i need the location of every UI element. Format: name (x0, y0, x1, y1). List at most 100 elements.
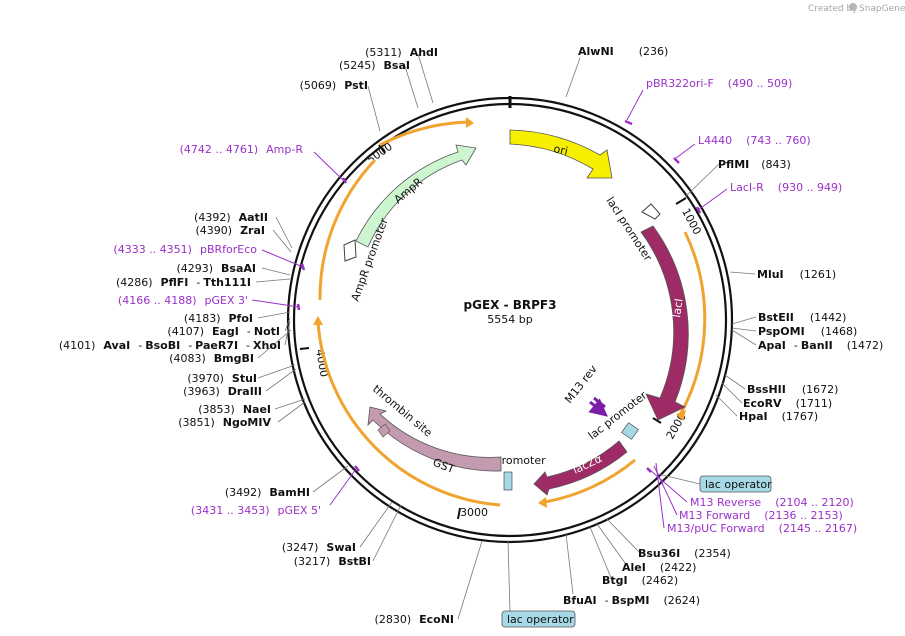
enzyme-bsu36i[interactable]: Bsu36I(2354) (638, 547, 731, 560)
feature-lacza[interactable] (533, 440, 628, 496)
enzyme-pspomi[interactable]: PspOMI(1468) (758, 325, 857, 338)
leader-hpai (715, 394, 738, 417)
enzyme-pfoi[interactable]: (4183)PfoI (184, 312, 253, 325)
primer-leader-ampr (313, 151, 345, 182)
feature-ori-label: ori (552, 142, 569, 158)
lac-operator-1-box (699, 475, 772, 493)
enzyme-labels-left: (5311)AhdI (5245)BsaI (5069)PstI (4392)A… (59, 46, 454, 626)
feature-thrombin[interactable] (377, 423, 391, 438)
primer-m13-forward[interactable]: M13 Forward(2136 .. 2153) (679, 509, 843, 522)
enzyme-psti[interactable]: (5069)PstI (300, 79, 368, 92)
enzyme-bmgbi[interactable]: (4083)BmgBI (169, 352, 254, 365)
primer-mark-7 (354, 465, 360, 472)
enzyme-stui[interactable]: (3970)StuI (187, 372, 257, 385)
primer-l4440[interactable]: L4440(743 .. 760) (698, 134, 811, 147)
enzyme-bsaai[interactable]: (4293)BsaAI (176, 262, 256, 275)
primer-pbr322ori-f[interactable]: pBR322ori-F(490 .. 509) (646, 77, 792, 90)
orf-lacz-arc (544, 458, 636, 504)
enzyme-alei[interactable]: AleI(2422) (622, 561, 696, 574)
leader-econi (457, 540, 483, 620)
enzyme-btgi[interactable]: BtgI(2462) (602, 574, 678, 587)
tick-3000 (457, 507, 461, 520)
tick-2000 (652, 417, 662, 424)
orf-arrowhead-4 (313, 316, 323, 325)
lac-operator-badge-2[interactable]: lac operator (501, 610, 576, 628)
enzyme-ecorv[interactable]: EcoRV(1711) (743, 397, 832, 410)
enzyme-econi[interactable]: (2830)EcoNI (375, 613, 454, 626)
leader-lac-operator-1 (657, 473, 701, 485)
primer-amp-r[interactable]: (4742 .. 4761)Amp-R (180, 143, 304, 156)
leader-draiii (265, 368, 297, 392)
lac-operator-1-label: lac operator (705, 478, 772, 491)
enzyme-bsai[interactable]: (5245)BsaI (339, 59, 410, 72)
leader-stui (257, 364, 296, 379)
orf-gst-arc (316, 321, 501, 507)
leader-naei (274, 398, 306, 410)
primer-marks (296, 119, 702, 473)
primer-m13-puc-forward[interactable]: M13/pUC Forward(2145 .. 2167) (667, 522, 857, 535)
leader-aatii (275, 216, 293, 249)
enzyme-draiii[interactable]: (3963)DraIII (183, 385, 262, 398)
enzyme-aatii[interactable]: (4392)AatII (194, 211, 268, 224)
leader-bsai (404, 65, 419, 109)
primer-pgex-3[interactable]: (4166 .. 4188)pGEX 3' (118, 294, 248, 307)
primer-mark-8 (646, 467, 652, 473)
enzyme-bsshii[interactable]: BssHII(1672) (747, 383, 838, 396)
leader-ecorv (721, 382, 743, 404)
feature-lac-promoter[interactable] (621, 422, 639, 440)
leader-zrai (272, 229, 292, 253)
feature-ampr-promoter[interactable] (343, 239, 357, 262)
primer-mark-4 (341, 177, 348, 184)
feature-gst[interactable] (367, 406, 502, 472)
enzyme-swai[interactable]: (3247)SwaI (282, 541, 356, 554)
primer-pbrforeco[interactable]: (4333 .. 4351)pBRforEco (113, 243, 257, 256)
orf-ampr-arc (379, 120, 469, 147)
primer-leader-m13-reverse (649, 469, 688, 503)
tick-4000 (299, 347, 310, 350)
leader-lines (255, 53, 757, 620)
enzyme-pflfi-tth111i[interactable]: (4286)PflFI-Tth111I (116, 276, 251, 289)
tick-label-3000: 3000 (460, 506, 488, 519)
enzyme-bsteii[interactable]: BstEII(1442) (758, 311, 846, 324)
enzyme-naei[interactable]: (3853)NaeI (198, 403, 271, 416)
primer-mark-5 (300, 263, 306, 271)
primer-leader-pbr322ori (626, 89, 644, 121)
leader-bstbi (372, 504, 402, 562)
primer-leader-laci-r (697, 188, 728, 211)
primer-mark-6 (296, 303, 301, 311)
enzyme-eagi-noti[interactable]: (4107)EagI-NotI (167, 325, 280, 338)
enzyme-apai-banii[interactable]: ApaI-BanII(1472) (758, 339, 883, 352)
enzyme-mlui[interactable]: MluI(1261) (757, 268, 836, 281)
primer-laci-r[interactable]: LacI-R(930 .. 949) (730, 181, 842, 194)
leader-ngomiv (277, 401, 306, 423)
enzyme-zrai[interactable]: (4390)ZraI (196, 224, 266, 237)
feature-ampr[interactable] (355, 144, 477, 248)
feature-laci[interactable] (640, 225, 689, 421)
primer-mark-2 (673, 157, 680, 164)
primer-pgex-5[interactable]: (3431 .. 3453)pGEX 5' (191, 504, 321, 517)
watermark-brand: SnapGene (859, 4, 905, 14)
enzyme-bamhi[interactable]: (3492)BamHI (225, 486, 310, 499)
primer-leader-pbrforeco (261, 249, 304, 268)
feature-ori[interactable] (509, 129, 613, 179)
enzyme-alwni[interactable]: AlwNI(236) (578, 45, 668, 58)
feature-m13-rev[interactable] (588, 396, 608, 417)
lac-operator-2-box (501, 610, 576, 628)
lac-operator-badge-1[interactable]: lac operator (699, 475, 772, 493)
enzyme-ngomiv[interactable]: (3851)NgoMIV (178, 416, 271, 429)
snapgene-watermark: Created by SnapGene (808, 3, 905, 14)
feature-laci-promoter[interactable] (641, 203, 661, 220)
primer-leader-pgex3 (251, 299, 300, 308)
leader-bmgbi (257, 329, 292, 359)
enzyme-ahdi[interactable]: (5311)AhdI (365, 46, 438, 59)
enzyme-bfuai-bspmi[interactable]: BfuAI-BspMI(2624) (563, 594, 700, 607)
enzyme-hpai[interactable]: HpaI(1767) (739, 410, 818, 423)
primer-m13-reverse[interactable]: M13 Reverse(2104 .. 2120) (690, 496, 854, 509)
primer-leader-m13-puc (655, 462, 665, 529)
leader-apai (731, 329, 757, 346)
primer-leader-l4440 (675, 143, 696, 159)
enzyme-avai-bsobi-paer7i-xhoi[interactable]: (4101)AvaI-BsoBI-PaeR7I-XhoI (59, 339, 281, 352)
enzyme-bstbi[interactable]: (3217)BstBI (294, 555, 371, 568)
feature-tac-promoter[interactable] (503, 471, 513, 491)
enzyme-pflmi[interactable]: PflMI(843) (718, 158, 791, 171)
